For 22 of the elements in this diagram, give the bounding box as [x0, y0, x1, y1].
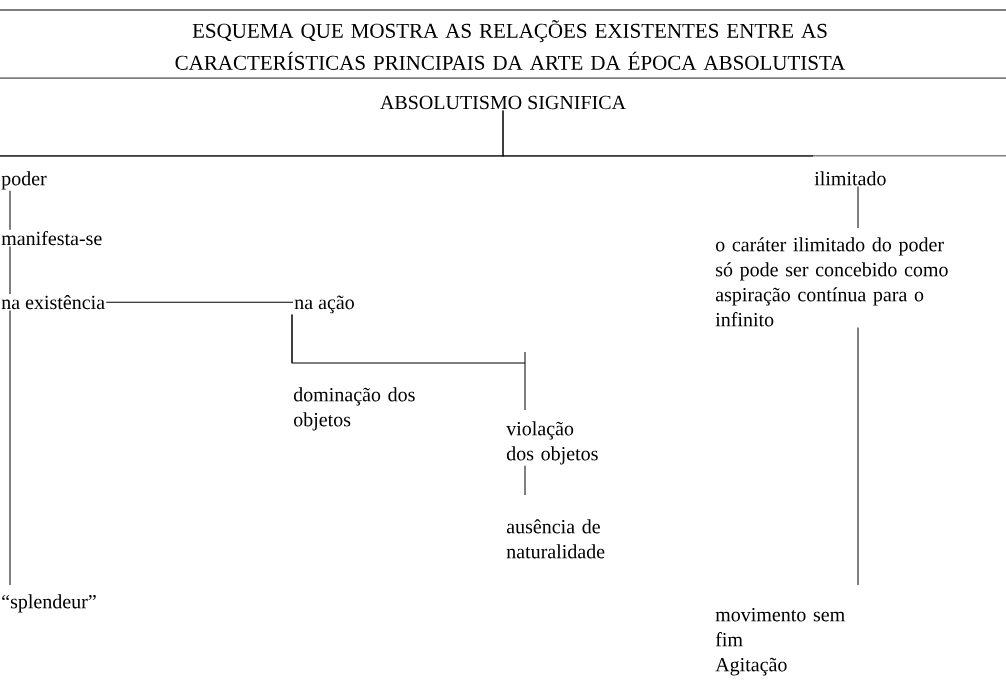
connector-line: [9, 245, 11, 295]
concept-text: ilimitado: [814, 171, 886, 186]
concept-text: ABSOLUTISMO SIGNIFICA: [380, 95, 626, 110]
concept-text: dominação dos objetos: [293, 387, 415, 431]
connector-line: [857, 327, 859, 586]
connector-line: [524, 465, 526, 496]
connector-line: [502, 109, 814, 157]
connector-line: [857, 186, 859, 229]
connector-line: [105, 301, 294, 303]
concept-text: violação dos objetos: [506, 421, 598, 465]
concept-text: na existência: [1, 295, 105, 310]
concept-text: ausência de naturalidade: [506, 519, 605, 559]
connector-line: [9, 309, 11, 586]
concept-text: manifesta-se: [1, 230, 102, 246]
concept-text: na ação: [294, 295, 354, 314]
title: ESQUEMA QUE MOSTRA AS RELAÇÕES EXISTENTES ENTRE AS CARACTERÍSTICAS PRINCIPAIS DA ARTE DA ÉPOCA ABSOLUTISTA: [175, 20, 846, 70]
connector-line: [9, 190, 11, 231]
connector-line: [291, 313, 526, 411]
concept-text: “splendeur”: [2, 594, 96, 613]
concept-text: poder: [1, 171, 47, 190]
concept-text: o caráter ilimitado do poder só pode ser concebido como aspiração contínua para o infinito: [715, 237, 948, 327]
concept-text: movimento sem fim Agitação: [715, 607, 845, 676]
